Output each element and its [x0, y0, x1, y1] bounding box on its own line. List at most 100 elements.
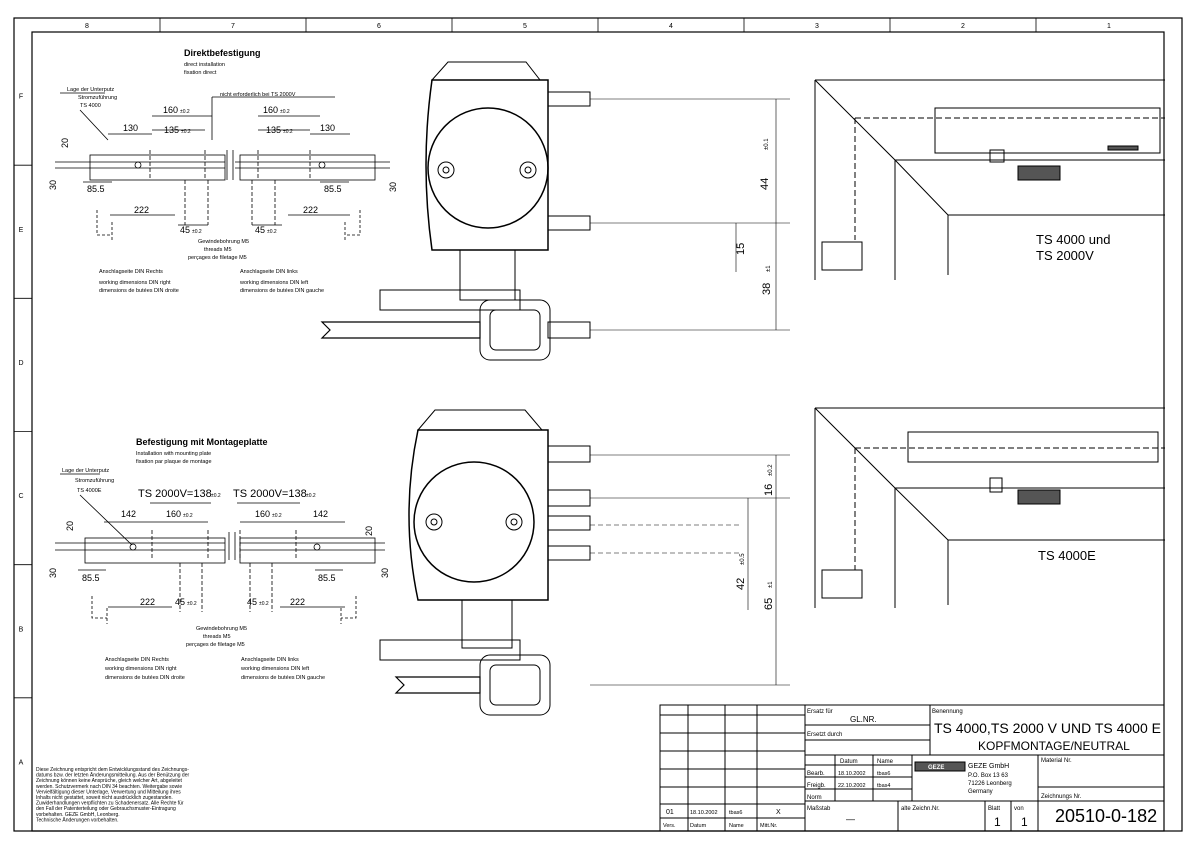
geze-logo-text: GEZE [928, 765, 944, 771]
drawing-title: TS 4000,TS 2000 V UND TS 4000 E [934, 720, 1161, 736]
dim-222-left: 222 [140, 597, 155, 607]
bottom-view-subtitle2: fixation par plaque de montage [136, 459, 212, 465]
dim-tol: ±0.2 [181, 129, 191, 135]
thread-note-3: perçages de filetage M5 [188, 255, 247, 261]
product-label-ts4000: TS 4000 und [1036, 232, 1110, 247]
left-label-3: dimensions de butées DIN gauche [241, 675, 325, 681]
material-label: Material Nr. [1041, 758, 1072, 764]
right-label-2: working dimensions DIN right [98, 280, 171, 286]
blatt-value: 1 [994, 815, 1001, 829]
blatt-label: Blatt [988, 806, 1000, 812]
left-label-1: Anschlagseite DIN links [240, 269, 298, 275]
dim-222-right: 222 [290, 597, 305, 607]
alte-zeichnr-label: alte Zeichn.Nr. [901, 806, 940, 812]
right-label-1: Anschlagseite DIN Rechts [99, 269, 163, 275]
dim-135-right: 135 [266, 125, 281, 135]
column-label: 5 [523, 23, 527, 30]
company-name: GEZE GmbH [968, 763, 1009, 770]
bottom-left-view: Befestigung mit Montageplatte Installati… [48, 437, 390, 681]
dim-130-right: 130 [320, 123, 335, 133]
disclaimer-line: datums bzw. der letzten Änderungsmitteil… [36, 772, 189, 779]
disclaimer-line: Zuwiderhandlungen verpflichten zu Schade… [36, 801, 184, 807]
dim-85-right: 85.5 [318, 573, 336, 583]
dim-42: 42 [735, 578, 747, 590]
product-label-ts4000e: TS 4000E [1038, 548, 1096, 563]
dim-20-left: 20 [65, 521, 75, 531]
name-header: Name [877, 759, 894, 765]
disclaimer-line: Technische Änderungen vorbehalten. [36, 816, 119, 823]
outer-frame [13, 17, 1183, 832]
left-label-3: dimensions de butées DIN gauche [240, 288, 324, 294]
bearb-label: Bearb. [807, 771, 825, 777]
freigabe-label: Freigb. [807, 783, 826, 789]
column-label: 7 [231, 23, 235, 30]
dim-tol: ±0.2 [283, 129, 293, 135]
rev-header-datum: Datum [690, 823, 707, 829]
dim-45-right: 45 [247, 597, 257, 607]
drawing-number: 20510-0-182 [1055, 806, 1157, 826]
freigabe-name: tbas4 [877, 783, 890, 789]
rev-header-name: Name [729, 823, 744, 829]
thread-note-1: Gewindebohrung M5 [198, 239, 249, 245]
dim-tol: ±0.2 [192, 229, 202, 235]
column-label: 6 [377, 23, 381, 30]
right-label-1: Anschlagseite DIN Rechts [105, 657, 169, 663]
product-label-ts2000v: TS 2000V [1036, 248, 1094, 263]
column-label: 8 [85, 23, 89, 30]
dim-38-tol: ±1 [766, 265, 772, 272]
top-view-title: Direktbefestigung [184, 48, 261, 58]
rev-mark: X [776, 809, 781, 816]
massstab-label: Maßstab [807, 806, 831, 812]
dim-135-left: 135 [164, 125, 179, 135]
thread-note-1: Gewindebohrung M5 [196, 626, 247, 632]
top-left-note2: Stromzuführung [78, 95, 117, 101]
dim-130-left: 130 [123, 123, 138, 133]
column-label: 2 [961, 23, 965, 30]
bottom-view-title: Befestigung mit Montageplatte [136, 437, 268, 447]
dim-160-right: 160 [263, 105, 278, 115]
dim-tol: ±0.2 [267, 229, 277, 235]
row-label: D [18, 360, 23, 367]
dim-tol: ±0.2 [183, 513, 193, 519]
gl-nr: GL.NR. [850, 715, 877, 724]
rev-header-mitt: Mitt.Nr. [760, 823, 778, 829]
drawing-subtitle: KOPFMONTAGE/NEUTRAL [978, 739, 1130, 753]
ts2000v-138-right: TS 2000V=138 [233, 488, 307, 500]
row-label: A [19, 759, 24, 766]
dim-tol: ±0.2 [259, 601, 269, 607]
top-right-isometric-view: TS 4000 und TS 2000V [814, 79, 1165, 280]
top-middle-note: nicht erforderlich bei TS 2000V [220, 92, 296, 98]
dim-85-left: 85.5 [87, 184, 105, 194]
dim-30-left: 30 [48, 180, 58, 190]
disclaimer-line: den Fall der Patenterteilung oder Gebrau… [36, 806, 176, 812]
top-left-note3: TS 4000 [80, 103, 101, 109]
ersetzt-durch-label: Ersetzt durch [807, 732, 842, 738]
title-block: Ersatz für GL.NR. Ersetzt durch Benennun… [659, 704, 1165, 832]
dim-30-right: 30 [388, 182, 398, 192]
rev-date: 18.10.2002 [690, 810, 718, 816]
dim-tol: ±0.2 [180, 109, 190, 115]
bottom-right-isometric-view: TS 4000E [814, 407, 1165, 608]
dim-tol: ±0.2 [211, 493, 221, 499]
norm-label: Norm [807, 795, 822, 801]
dim-tol: ±0.2 [280, 109, 290, 115]
left-label-2: working dimensions DIN left [239, 280, 309, 286]
row-label: E [19, 227, 24, 234]
benennung-label: Benennung [932, 709, 963, 715]
zeichnungsnr-label: Zeichnungs Nr. [1041, 794, 1082, 800]
thread-note-3: perçages de filetage M5 [186, 642, 245, 648]
dim-30-right: 30 [380, 568, 390, 578]
top-view-subtitle1: direct installation [184, 62, 225, 68]
geze-logo [914, 761, 966, 772]
column-label: 1 [1107, 23, 1111, 30]
company-address1: P.O. Box 13 63 [968, 773, 1009, 779]
legal-disclaimer: Diese Zeichnung entspricht dem Entwicklu… [36, 767, 189, 823]
column-label: 3 [815, 23, 819, 30]
disclaimer-line: werden. Schutzvermerk nach DIN 34 beacht… [36, 784, 182, 790]
top-left-note1: Lage der Unterputz [67, 87, 114, 93]
von-label: von [1014, 806, 1024, 812]
dim-38: 38 [761, 283, 773, 295]
freigabe-date: 22.10.2002 [838, 783, 866, 789]
